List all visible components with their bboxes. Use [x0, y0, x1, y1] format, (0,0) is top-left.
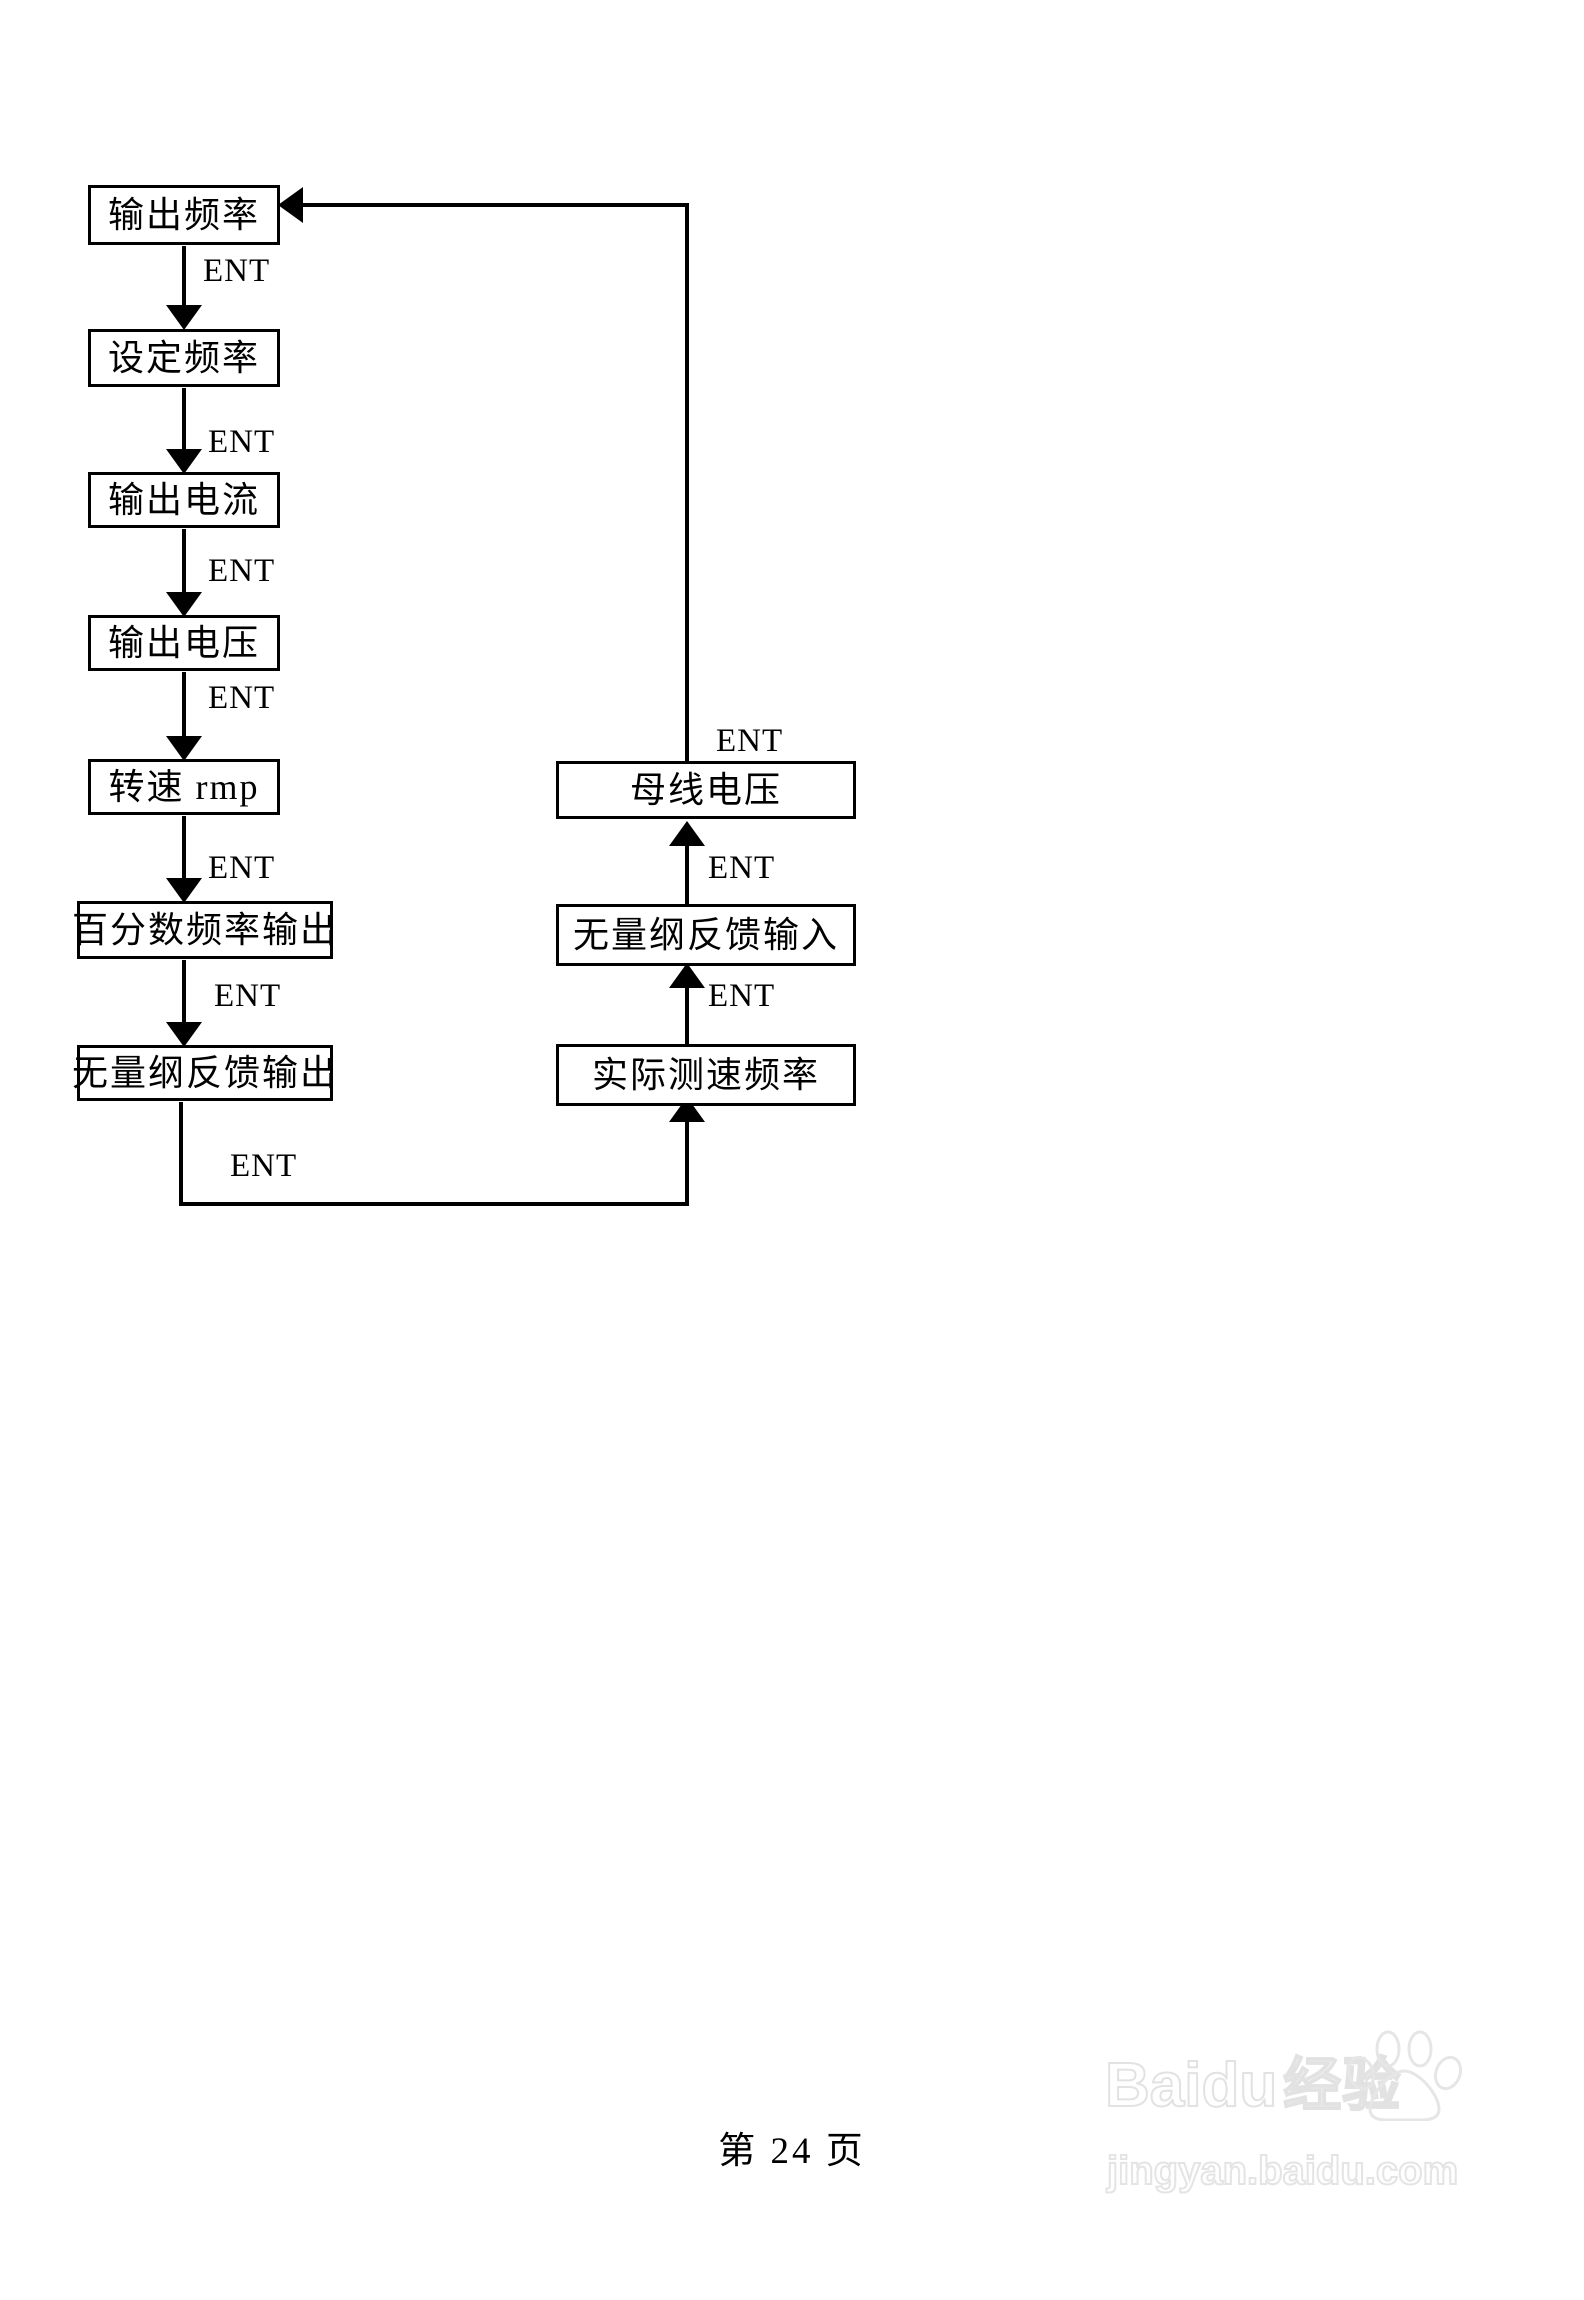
- arrowhead-percent-freq-out: [166, 878, 202, 903]
- edge-label-feedback-bottom-loop: ENT: [230, 1148, 298, 1184]
- arrowhead-speed-rmp: [166, 736, 202, 761]
- edge-label-set-freq-to-output-current: ENT: [208, 424, 276, 460]
- arrowhead-output-freq: [278, 187, 303, 223]
- edge-label-speed-rmp-to-percent-freq-out: ENT: [208, 850, 276, 886]
- edge-label-dimensionless-in-to-bus-voltage: ENT: [708, 850, 776, 886]
- edge-label-percent-freq-out-to-dimensionless-out: ENT: [214, 978, 282, 1014]
- node-output-voltage[interactable]: 输出电压: [88, 615, 280, 671]
- edge-label-return-loop-top: ENT: [716, 723, 784, 759]
- node-dimensionless-feedback-in[interactable]: 无量纲反馈输入: [556, 904, 856, 966]
- node-output-current[interactable]: 输出电流: [88, 472, 280, 528]
- page-number-footer: 第 24 页: [718, 2131, 866, 2172]
- node-output-freq[interactable]: 输出频率: [88, 185, 280, 245]
- node-speed-rmp[interactable]: 转速 rmp: [88, 759, 280, 815]
- connector-feedback-bottom-loop: [179, 1102, 689, 1206]
- connector-return-loop-top: [300, 203, 689, 761]
- node-set-freq[interactable]: 设定频率: [88, 329, 280, 387]
- arrowhead-bus-voltage: [669, 821, 705, 846]
- arrowhead-dimensionless-out: [166, 1022, 202, 1047]
- node-dimensionless-feedback-out[interactable]: 无量纲反馈输出: [72, 1045, 336, 1101]
- edge-label-actual-speed-freq-to-dimensionless-in: ENT: [708, 978, 776, 1014]
- edge-label-output-current-to-output-voltage: ENT: [208, 553, 276, 589]
- arrowhead-dimensionless-in: [669, 963, 705, 988]
- arrowhead-actual-speed-freq: [669, 1097, 705, 1122]
- edge-label-output-freq-to-set-freq: ENT: [203, 253, 271, 289]
- node-actual-speed-freq[interactable]: 实际测速频率: [556, 1044, 856, 1106]
- edge-label-output-voltage-to-speed-rmp: ENT: [208, 680, 276, 716]
- arrowhead-output-current: [166, 449, 202, 474]
- arrowhead-output-voltage: [166, 592, 202, 617]
- arrowhead-set-freq: [166, 305, 202, 330]
- node-percent-freq-out[interactable]: 百分数频率输出: [72, 901, 336, 959]
- node-bus-voltage[interactable]: 母线电压: [556, 761, 856, 819]
